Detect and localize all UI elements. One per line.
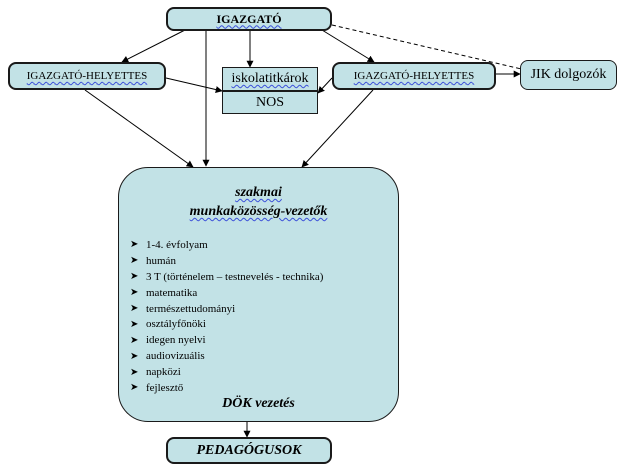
director-box: IGAZGATÓ [166,7,332,31]
teachers-box: PEDAGÓGUSOK [166,437,332,464]
list-item: ➤ fejlesztő [130,380,323,396]
edge-director-to-jik [331,24,531,73]
list-item: ➤ osztályfőnöki [130,316,323,332]
list-item: ➤ napközi [130,364,323,380]
edge-deputy-left-to-nos [165,77,223,93]
edge-deputy-right-to-main [301,89,374,168]
deputy-right-box: IGAZGATÓ-HELYETTES [332,62,496,90]
arrow-bullet-icon: ➤ [130,287,139,299]
arrow-bullet-icon: ➤ [130,271,139,283]
list-item: ➤ matematika [130,285,323,301]
arrow-bullet-icon: ➤ [130,303,139,314]
edge-director-to-deputy-left [121,29,186,63]
list-item: ➤ audiovizuális [130,348,323,364]
teachers-label: PEDAGÓGUSOK [196,442,302,458]
main-title-line1: szakmai [235,185,282,200]
dok-label: DÖK vezetés [222,396,295,411]
deputy-left-label: IGAZGATÓ-HELYETTES [26,70,148,82]
list-item: ➤ humán [130,253,323,269]
nos-box: NOS [222,91,318,114]
list-item-label: matematika [146,286,198,299]
edge-deputy-left-to-main [84,89,194,168]
director-label: IGAZGATÓ [216,11,282,26]
arrow-bullet-icon: ➤ [130,334,139,346]
list-item-label: audiovizuális [146,350,205,363]
secretaries-box: iskolatitkárok [222,67,318,91]
team-list: ➤ 1-4. évfolyam ➤ humán ➤ 3 T (történelem –… [130,237,323,396]
arrow-bullet-icon: ➤ [130,239,139,251]
list-item-label: napközi [146,366,181,379]
arrow-bullet-icon: ➤ [130,382,139,394]
jik-box: JIK dolgozók [520,60,617,90]
main-box: szakmai munkaközösség-vezetők ➤ 1-4. évfo… [118,167,399,422]
deputy-right-label: IGAZGATÓ-HELYETTES [353,70,475,82]
list-item: ➤ 1-4. évfolyam [130,237,323,253]
list-item: ➤ 3 T (történelem – testnevelés - technik… [130,269,323,285]
list-item-label: idegen nyelvi [146,334,206,347]
jik-label: JIK dolgozók [530,67,607,82]
list-item: ➤ idegen nyelvi [130,332,323,348]
arrow-bullet-icon: ➤ [130,318,139,330]
edge-director-to-deputy-right [321,29,375,63]
main-title-line2: munkaközösség-vezetők [189,204,328,219]
list-item-label: természettudományi [146,302,236,315]
list-item-label: fejlesztő [146,381,184,394]
deputy-left-box: IGAZGATÓ-HELYETTES [8,62,166,90]
secretaries-label: iskolatitkárok [231,71,309,86]
list-item-label: 3 T (történelem – testnevelés - technika… [146,270,324,283]
arrow-bullet-icon: ➤ [130,255,139,267]
list-item-label: osztályfőnöki [146,318,206,331]
arrow-bullet-icon: ➤ [130,366,139,378]
list-item-label: humán [146,254,176,267]
list-item-label: 1-4. évfolyam [146,238,208,251]
nos-label: NOS [255,94,284,110]
edge-deputy-right-to-nos [317,77,333,94]
arrow-bullet-icon: ➤ [130,350,139,362]
list-item: ➤ természettudományi [130,301,323,317]
